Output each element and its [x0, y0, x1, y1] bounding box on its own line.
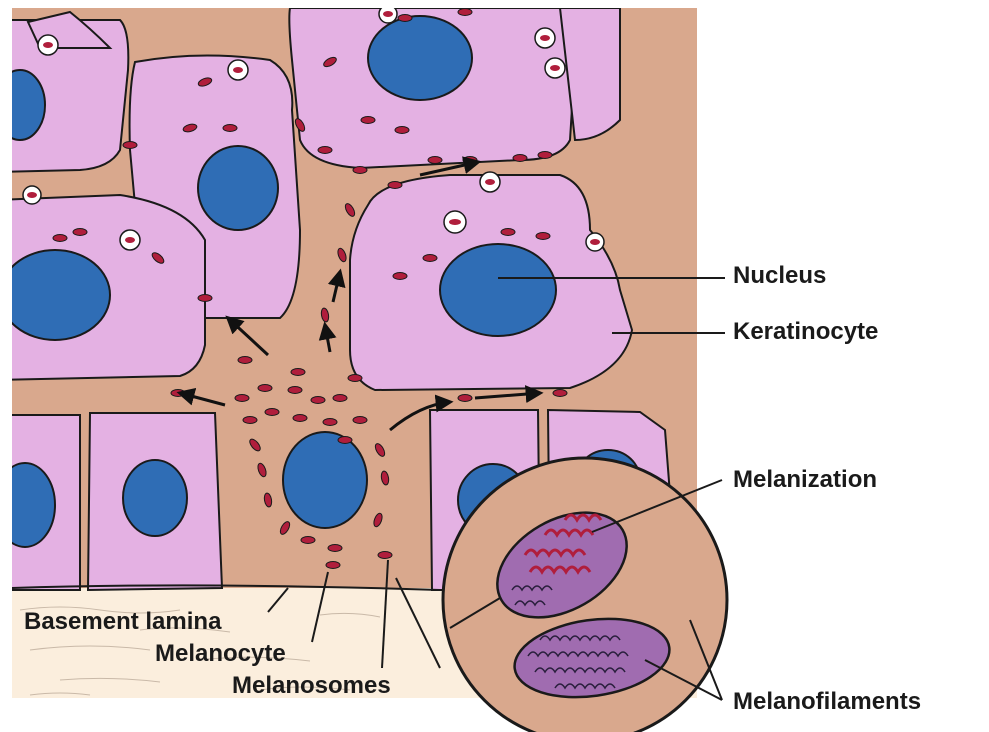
- label-basement-lamina: Basement lamina: [24, 610, 221, 634]
- inset-magnification: [443, 458, 727, 732]
- label-melanofilaments: Melanofilaments: [733, 690, 921, 714]
- label-melanocyte: Melanocyte: [155, 642, 286, 666]
- label-melanization: Melanization: [733, 468, 877, 492]
- label-nucleus: Nucleus: [733, 264, 826, 288]
- label-keratinocyte: Keratinocyte: [733, 320, 878, 344]
- label-melanosomes: Melanosomes: [232, 674, 391, 698]
